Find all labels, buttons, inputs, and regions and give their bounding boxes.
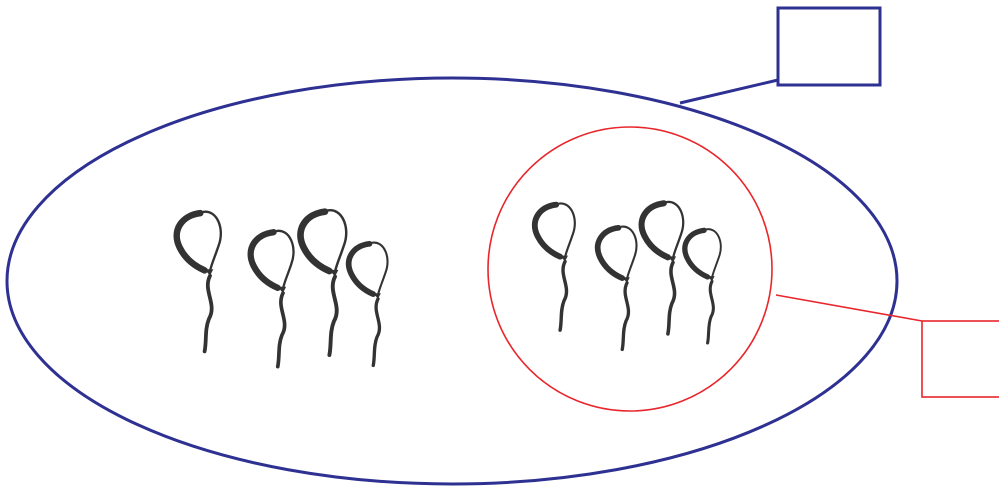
balloon-icon: [685, 229, 721, 343]
balloon-icon: [598, 227, 637, 350]
balloon-icon: [177, 212, 221, 352]
outer-set-callout-line: [680, 80, 778, 103]
balloon-icon: [535, 203, 575, 330]
balloon-icon: [301, 210, 347, 355]
balloon-icon: [642, 202, 684, 334]
balloon-icon: [251, 231, 294, 367]
inner-set-callout-line: [776, 295, 922, 321]
outer-set-ellipse: [7, 78, 897, 484]
balloon-icon: [349, 243, 388, 366]
inner-set-label-box: [922, 321, 999, 397]
balloon-group-outer: [177, 210, 388, 366]
outer-set-label-box: [778, 8, 880, 85]
balloon-group-inner: [535, 202, 721, 349]
